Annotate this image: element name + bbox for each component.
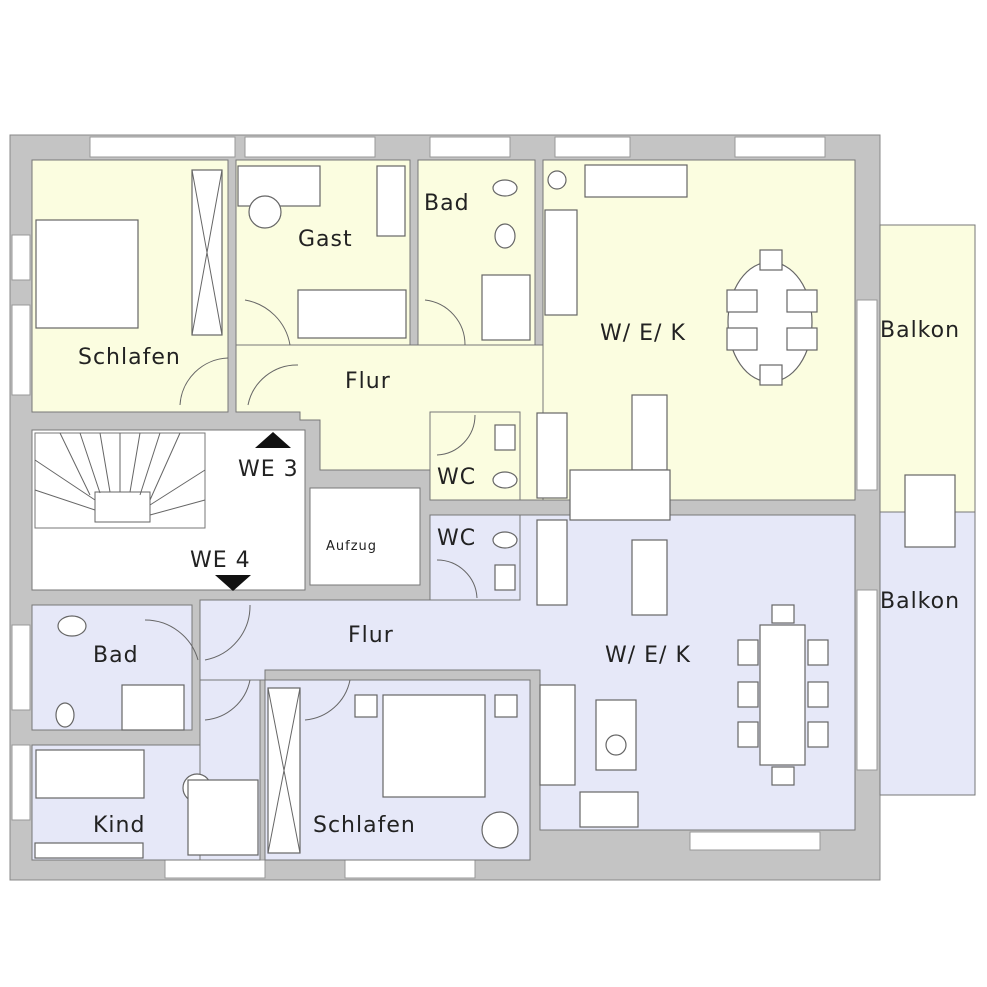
label-schlafen-we4: Schlafen	[313, 813, 416, 838]
label-we4: WE 4	[190, 548, 251, 573]
label-bad-we4: Bad	[93, 643, 139, 668]
entrance-arrow-we4-icon	[215, 575, 251, 591]
label-bad-we3: Bad	[424, 191, 470, 216]
elevator	[309, 487, 421, 586]
label-wek-we4: W/ E/ K	[605, 643, 691, 668]
room-wek-flur-we4	[199, 514, 856, 831]
label-gast: Gast	[298, 227, 353, 252]
label-kind: Kind	[93, 813, 145, 838]
balkon-we4	[879, 511, 976, 796]
label-flur-we4: Flur	[348, 623, 394, 648]
label-flur-we3: Flur	[345, 369, 391, 394]
windows	[11, 136, 878, 879]
balkon-we3	[879, 224, 976, 513]
label-wc-we3: WC	[437, 465, 476, 490]
label-schlafen-we3: Schlafen	[78, 345, 181, 370]
label-wc-we4: WC	[437, 526, 476, 551]
entrance-arrow-we3-icon	[255, 432, 291, 448]
label-balkon-we4: Balkon	[880, 589, 960, 614]
doors	[144, 299, 478, 721]
label-balkon-we3: Balkon	[880, 318, 960, 343]
label-aufzug: Aufzug	[326, 539, 377, 554]
stair-steps	[34, 432, 206, 523]
label-we3: WE 3	[238, 457, 299, 482]
furniture	[34, 164, 829, 859]
label-wek-we3: W/ E/ K	[600, 321, 686, 346]
